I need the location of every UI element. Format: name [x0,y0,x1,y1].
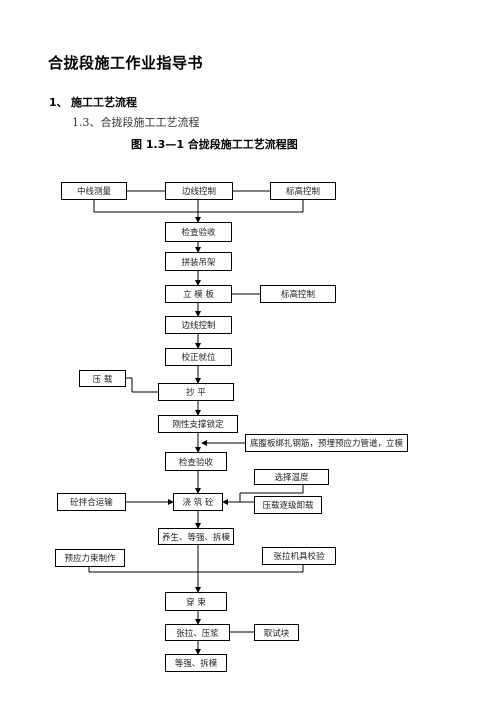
figure-title: 图 1.3—1 合拢段施工工艺流程图 [131,138,298,151]
flow-box-erect-formwork: 立 模 板 [165,285,232,303]
flow-box-leveling: 抄 平 [158,383,234,401]
flow-box-cure-demold: 养生、等强、拆模 [158,528,234,545]
flow-box-test-block: 取试块 [254,624,299,641]
section-number: 1、 [49,96,68,109]
flow-box-edge-control-top: 边线控制 [165,182,233,200]
flow-box-strength-demold: 等强、拆模 [165,654,227,672]
flow-box-rigid-support-lock: 刚性支撑锁定 [158,415,238,433]
flow-box-inspection-2: 检查验收 [165,452,227,471]
flow-box-correct-position: 校正就位 [165,348,232,366]
flow-box-center-line-survey: 中线测量 [61,182,127,200]
flow-box-concrete-transport: 砼拌合运输 [57,493,126,511]
flow-box-prestress-fabrication: 预应力束制作 [55,549,125,567]
flow-box-rebar-note: 底腹板绑扎钢筋，预埋预应力管道，立模 [245,434,408,452]
flow-box-unload-gradually: 压载逐级卸载 [254,496,322,514]
flow-box-assemble-hanger: 拼装吊架 [165,252,232,271]
flow-box-elevation-control-top: 标高控制 [270,182,336,200]
subsection-heading: 1.3、合拢段施工工艺流程 [72,116,200,129]
section-heading: 1、施工工艺流程 [49,94,137,110]
flow-box-edge-control-mid: 边线控制 [165,316,232,334]
flow-box-select-temperature: 选择温度 [254,469,329,485]
flow-box-preload: 压 载 [79,370,126,387]
flow-box-elevation-control-mid: 标高控制 [260,285,336,303]
flow-box-tension-grout: 张拉、压浆 [165,624,230,641]
flow-box-thread-tendon: 穿 束 [165,592,227,611]
flow-box-inspection-1: 检查验收 [165,222,232,242]
section-title: 施工工艺流程 [71,96,137,109]
flow-box-pour-concrete: 浇 筑 砼 [173,493,223,511]
flow-box-jack-calibration: 张拉机具校验 [262,547,336,565]
document-title: 合拢段施工作业指导书 [48,54,204,72]
